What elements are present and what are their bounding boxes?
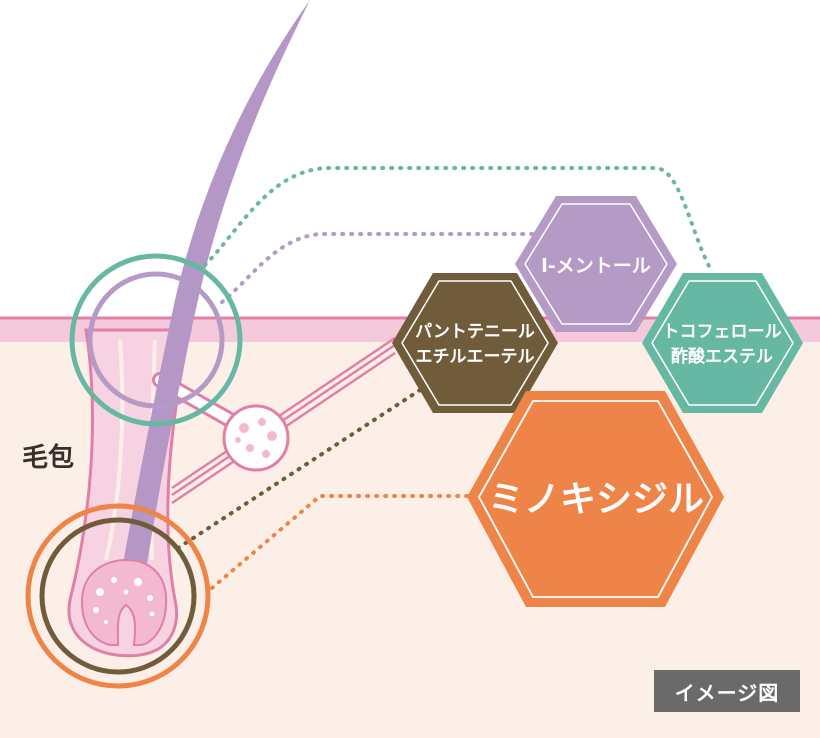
hex-panthenyl: パントテニール エチルエーテル	[392, 273, 558, 413]
lower-ring-inner	[39, 517, 197, 675]
upper-ring-outer	[69, 253, 243, 427]
hex-tocopherol: トコフェロール 酢酸エステル	[642, 273, 803, 413]
hex-tocopherol-line1: トコフェロール	[663, 322, 782, 342]
hex-panthenyl-line1: パントテニール	[415, 322, 535, 342]
leader-menthol	[220, 232, 534, 304]
hex-menthol-label: l-メントール	[541, 255, 650, 277]
lower-ring-outer	[25, 503, 211, 689]
bulb-dots	[93, 577, 155, 624]
sebaceous-gland	[222, 404, 290, 472]
hair-bulb	[80, 558, 168, 646]
hex-panthenyl-line2: エチルエーテル	[416, 347, 535, 367]
hex-minoxidil-label: ミノキシジル	[488, 479, 704, 520]
upper-ring-inner	[87, 271, 225, 409]
follicle-label: 毛包	[22, 442, 74, 473]
hex-menthol: l-メントール	[515, 196, 677, 332]
muscle-line-3	[171, 336, 396, 490]
gland-dots	[235, 418, 277, 458]
leader-tocopherol	[203, 166, 712, 270]
leader-panthenyl	[176, 388, 422, 550]
hex-tocopherol-line2: 酢酸エステル	[671, 346, 773, 367]
image-note-badge: イメージ図	[654, 670, 800, 712]
hex-minoxidil: ミノキシジル	[467, 391, 724, 607]
leader-minoxidil	[210, 494, 472, 590]
hair-shaft	[120, 0, 310, 582]
